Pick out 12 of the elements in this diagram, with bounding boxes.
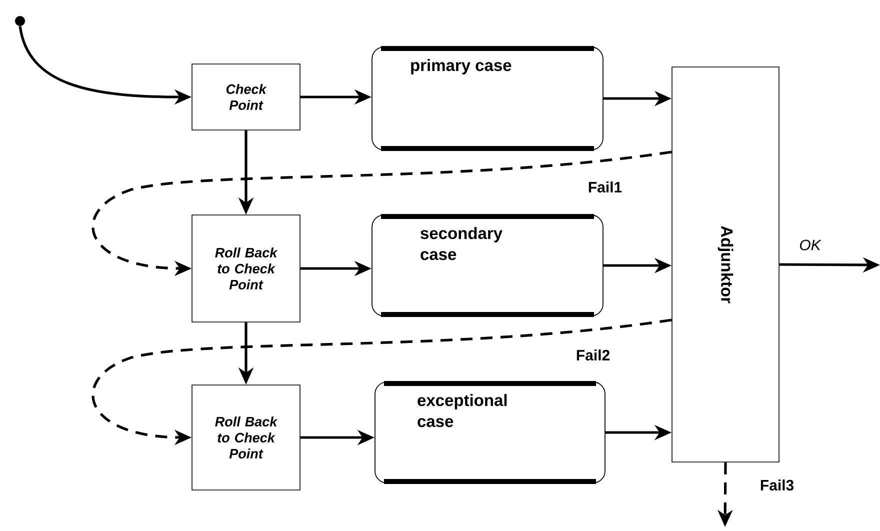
case-box: primary case bbox=[372, 46, 604, 151]
process-box: Roll Back to Check Point bbox=[192, 214, 300, 322]
process-box: Roll Back to Check Point bbox=[192, 384, 300, 490]
edge-label: OK bbox=[798, 238, 822, 252]
case-box: exceptional case bbox=[374, 381, 606, 484]
edge-label: Fail3 bbox=[758, 478, 796, 492]
process-box: Check Point bbox=[192, 64, 300, 130]
edge-label: Fail1 bbox=[586, 180, 624, 194]
adjunktor-box: Adjunktor bbox=[672, 66, 780, 462]
start-dot bbox=[15, 16, 25, 26]
case-box: secondary case bbox=[372, 214, 604, 317]
edge-label: Fail2 bbox=[574, 348, 612, 362]
